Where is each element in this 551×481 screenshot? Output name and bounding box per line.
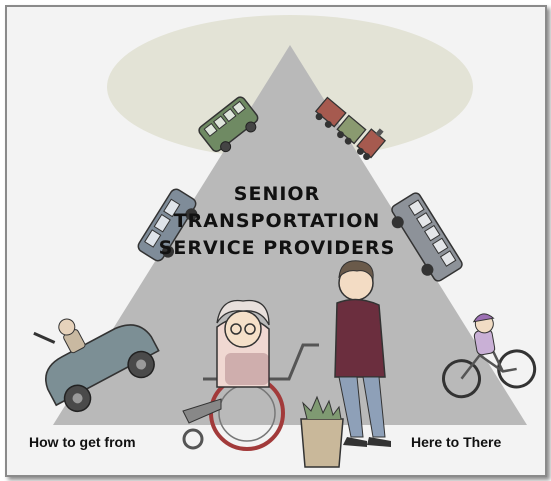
caption-left: How to get from [29, 434, 136, 450]
headline-line-1: SENIOR [157, 185, 397, 204]
caption-right: Here to There [411, 434, 501, 450]
headline-line-2: TRANSPORTATION [157, 212, 397, 231]
headline-line-3: SERVICE PROVIDERS [157, 239, 397, 258]
illustration-frame: SENIOR TRANSPORTATION SERVICE PROVIDERS … [5, 5, 547, 477]
